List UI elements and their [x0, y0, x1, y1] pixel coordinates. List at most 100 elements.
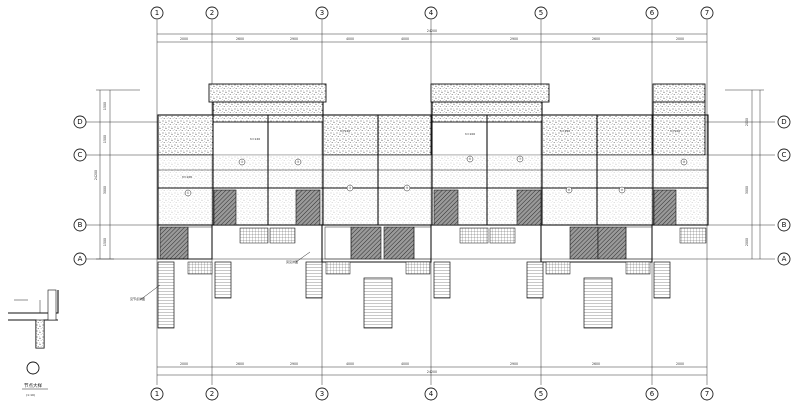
bottom-dimension-chain: 24200 2000 2600 2900 4000 4000 2900 2600…: [157, 362, 707, 376]
svg-text:D: D: [77, 118, 82, 126]
axis-bubble-3-bottom: 3: [315, 387, 329, 401]
svg-text:6: 6: [650, 9, 655, 17]
axis-bubble-A-right: A: [777, 252, 791, 266]
axis-bubbles-left: D C B A: [73, 115, 87, 266]
svg-text:D: D: [781, 118, 786, 126]
dim-bottom-3: 2900: [290, 362, 298, 366]
svg-text:3: 3: [320, 390, 324, 398]
axis-bubble-C-left: C: [73, 148, 87, 162]
dim-bottom-2: 2600: [236, 362, 244, 366]
dim-left-1: 1500: [103, 102, 107, 110]
slab-labels: h=100 h=120 h=120 h=100 h=120 h=100: [182, 129, 680, 179]
svg-text:C: C: [782, 151, 787, 159]
svg-text:3: 3: [320, 9, 324, 17]
svg-text:5: 5: [539, 9, 543, 17]
dim-bottom-1: 2000: [180, 362, 188, 366]
dim-left-2: 1500: [103, 135, 107, 143]
svg-text:④: ④: [349, 186, 352, 190]
axis-bubble-5-bottom: 5: [534, 387, 548, 401]
svg-text:C: C: [78, 151, 83, 159]
svg-text:B: B: [782, 221, 787, 229]
svg-text:A: A: [78, 255, 83, 263]
dim-bottom-6: 2900: [510, 362, 518, 366]
dim-top-8: 2000: [676, 37, 684, 41]
room-tag-7: ⑦: [516, 155, 524, 163]
svg-text:②: ②: [241, 160, 244, 164]
svg-text:7: 7: [705, 390, 709, 398]
room-tag-2: ②: [238, 158, 246, 166]
dim-right-2: 3000: [745, 186, 749, 194]
hatched-slabs: [159, 189, 677, 260]
axis-bubble-D-right: D: [777, 115, 791, 129]
svg-text:⑩: ⑩: [683, 160, 686, 164]
overall-dimension-bottom: 24200: [427, 370, 437, 374]
top-dimension-chain: 24200 2000 2600 2900 4000 4000 2900 2600…: [157, 29, 707, 43]
axis-bubble-2-top: 2: [205, 6, 219, 20]
svg-text:1: 1: [155, 9, 159, 17]
dim-top-4: 4000: [346, 37, 354, 41]
axis-bubble-C-right: C: [777, 148, 791, 162]
room-tag-8: ⑧: [565, 186, 573, 194]
slab-label-2: h=120: [250, 137, 260, 141]
node-detail: 节点大样 (1:10): [8, 289, 59, 397]
dim-bottom-5: 4000: [401, 362, 409, 366]
axis-bubble-2-bottom: 2: [205, 387, 219, 401]
left-dimension-chain: 1500 1500 3000 1500 24200: [94, 89, 140, 260]
dim-top-5: 4000: [401, 37, 409, 41]
svg-text:A: A: [782, 255, 787, 263]
svg-text:⑥: ⑥: [469, 157, 472, 161]
axis-bubble-4-top: 4: [424, 6, 438, 20]
svg-text:B: B: [78, 221, 83, 229]
axis-bubbles-top: 1 2 3 4 5 6 7: [150, 6, 714, 20]
room-tag-3: ③: [294, 158, 302, 166]
svg-text:2: 2: [210, 390, 214, 398]
right-dimension-chain: 2000 3000 2000: [725, 89, 764, 259]
callout-2: 另见详图: [286, 259, 298, 264]
axis-bubble-4-bottom: 4: [424, 387, 438, 401]
dim-top-6: 2900: [510, 37, 518, 41]
dim-left-4: 1500: [103, 238, 107, 246]
axis-bubble-6-bottom: 6: [645, 387, 659, 401]
dim-right-1: 2000: [745, 118, 749, 126]
axis-bubble-3-top: 3: [315, 6, 329, 20]
svg-text:4: 4: [429, 9, 434, 17]
dim-bottom-4: 4000: [346, 362, 354, 366]
axis-bubbles-bottom: 1 2 3 4 5 6 7: [150, 387, 714, 401]
axis-bubble-B-left: B: [73, 218, 87, 232]
slab-label-3: h=120: [340, 129, 350, 133]
slab-label-5: h=120: [560, 129, 570, 133]
detail-scale: (1:10): [26, 393, 35, 397]
dim-top-3: 2900: [290, 37, 298, 41]
room-tag-5: ⑤: [403, 184, 411, 192]
dim-left-total: 24200: [94, 170, 98, 180]
svg-text:⑨: ⑨: [621, 188, 624, 192]
svg-text:⑤: ⑤: [406, 186, 409, 190]
svg-text:⑦: ⑦: [519, 157, 522, 161]
axis-bubble-D-left: D: [73, 115, 87, 129]
axis-bubble-7-top: 7: [700, 6, 714, 20]
svg-text:7: 7: [705, 9, 709, 17]
detail-title: 节点大样: [24, 382, 42, 389]
dim-top-7: 2600: [592, 37, 600, 41]
room-tag-6: ⑥: [466, 155, 474, 163]
axis-bubbles-right: D C B A: [777, 115, 791, 266]
svg-text:4: 4: [429, 390, 434, 398]
axis-bubble-5-top: 5: [534, 6, 548, 20]
room-tag-10: ⑩: [680, 158, 688, 166]
dim-right-3: 2000: [745, 238, 749, 246]
dim-top-1: 2000: [180, 37, 188, 41]
room-tags: ① ② ③ ④ ⑤ ⑥ ⑦ ⑧ ⑨ ⑩: [184, 155, 688, 197]
dim-left-3: 3000: [103, 186, 107, 194]
axis-bubble-B-right: B: [777, 218, 791, 232]
porch-blocks: [187, 227, 707, 275]
axis-bubble-1-bottom: 1: [150, 387, 164, 401]
axis-bubble-A-left: A: [73, 252, 87, 266]
svg-text:5: 5: [539, 390, 543, 398]
slab-label-4: h=100: [465, 132, 475, 136]
dim-top-2: 2600: [236, 37, 244, 41]
dim-bottom-7: 2600: [592, 362, 600, 366]
room-tag-9: ⑨: [618, 186, 626, 194]
room-tag-1: ①: [184, 189, 192, 197]
stipple-slabs: [157, 83, 708, 225]
